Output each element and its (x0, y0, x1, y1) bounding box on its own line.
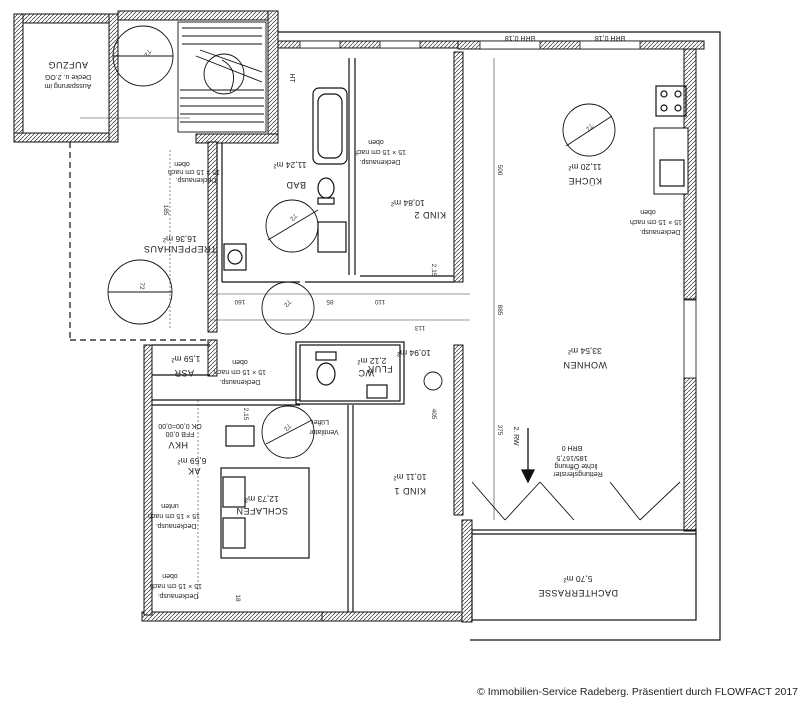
dim-160: 160 (234, 298, 245, 305)
note-oben-6: oben (162, 572, 178, 579)
label-treppenhaus-area: 16,36 m² (163, 234, 197, 244)
windows (299, 40, 697, 379)
door-swings (107, 25, 681, 521)
dim-113: 113 (414, 324, 425, 331)
note-brh-top-2: BRH 0,18 (595, 34, 625, 41)
note-ventilator: Ventilator (309, 428, 339, 435)
dim-500: 500 (496, 165, 503, 176)
label-asr: ASR (174, 368, 194, 378)
label-hkv-ffb: FFB 0,00 (166, 430, 195, 437)
dim-885: 885 (496, 305, 503, 316)
label-kind1-area: 10,11 m² (393, 472, 426, 482)
label-wohnen-area: 33,54 m² (568, 346, 602, 356)
note-luefter: Lüfter (310, 418, 329, 425)
note-dim-6: 15 × 15 cm nach (150, 582, 202, 589)
label-ak: AK (187, 466, 200, 476)
dim-110: 110 (374, 298, 385, 305)
copyright-footer: © Immobilien-Service Radeberg. Präsentie… (477, 686, 798, 698)
dim-215-b: 2,15 (430, 264, 437, 277)
label-flur-area: 10,94 m² (397, 348, 431, 358)
note-brh: BRH 0 (562, 444, 583, 451)
note-deckenausp-2: Deckenausp. (360, 158, 401, 165)
notes: Deckenausp. 15 × 15 cm nach oben Deckena… (148, 34, 682, 599)
label-aussparung: Aussparung im (44, 82, 91, 89)
dim-72-b: 72 (288, 212, 298, 222)
note-oben-3: oben (640, 208, 656, 215)
note-rettung-3: 185/167,5 (556, 454, 587, 461)
interior-walls (69, 31, 721, 641)
note-dim-1: 15 × 15 cm nach (168, 168, 220, 175)
label-hkv-ok: OK 0,00=0,00 (158, 422, 202, 429)
note-rettung-2: lichte Öffnung (554, 462, 597, 470)
dim-72-c: 72 (282, 298, 292, 308)
label-kind1: KIND 1 (394, 486, 426, 496)
label-kueche: KÜCHE (568, 176, 602, 186)
label-schlafen-area: 12,73 m² (245, 494, 279, 504)
note-oben-1: oben (174, 160, 190, 167)
note-oben-4: oben (232, 358, 248, 365)
dim-215-a: 2,15 (242, 408, 249, 421)
label-kind2-area: 10,84 m² (391, 198, 425, 208)
label-wohnen: WOHNEN (563, 360, 607, 370)
label-aufzug: AUFZUG (48, 60, 88, 70)
dim-72-f: 72 (138, 282, 145, 290)
dim-375: 375 (496, 425, 503, 436)
label-dachterrasse-area: 5,70 m² (563, 574, 592, 584)
dim-185: 185 (162, 205, 169, 216)
note-unten: unten (161, 502, 179, 509)
note-dim-5: 15 × 15 cm nach (148, 512, 200, 519)
note-2rw: 2. RW (512, 426, 519, 446)
note-rettung-1: Rettungsfenster (553, 470, 603, 477)
label-flur: FLUR (367, 364, 393, 374)
label-bad: BAD (286, 180, 306, 190)
note-oben-2: oben (368, 138, 384, 145)
label-aussparung2: Decke u. 2.OG (45, 73, 91, 80)
note-brh-top-1: BRH 0,18 (505, 34, 535, 41)
dimension-labels: 72 72 72 72 72 72 885 500 375 185 160 11… (138, 48, 594, 602)
label-wc-area: 2,12 m² (357, 356, 386, 366)
label-hkv: HKV (168, 440, 188, 450)
label-treppenhaus: TREPPENHAUS (143, 244, 216, 254)
note-dim-3: 15 × 15 cm nach (630, 218, 682, 225)
dim-85: 85 (326, 298, 334, 305)
note-deckenausp-4: Deckenausp. (220, 378, 261, 385)
label-kind2: KIND 2 (414, 210, 446, 220)
direction-arrow (520, 428, 536, 484)
dimension-lines (80, 58, 495, 600)
label-hkv-area: 6,59 m² (177, 456, 206, 466)
dim-72-d: 72 (282, 422, 292, 432)
dim-72-a: 72 (142, 48, 152, 58)
note-ht: HT (288, 73, 295, 83)
label-schlafen: SCHLAFEN (236, 506, 288, 516)
dim-18: 18 (234, 594, 241, 602)
dim-405: 405 (430, 409, 437, 420)
label-dachterrasse: DACHTERRASSE (538, 588, 618, 598)
note-deckenausp-1: Deckenausp. (176, 176, 217, 183)
room-labels: AUFZUG Aussparung im Decke u. 2.OG TREPP… (44, 60, 618, 598)
note-deckenausp-6: Deckenausp. (158, 592, 199, 599)
note-deckenausp-3: Deckenausp. (640, 228, 681, 235)
label-kueche-area: 11,20 m² (568, 162, 601, 172)
label-wc: WC (358, 368, 374, 378)
floor-plan: AUFZUG Aussparung im Decke u. 2.OG TREPP… (13, 10, 721, 641)
note-dim-4: 15 × 15 cm nach (214, 368, 266, 375)
label-asr-area: 1,59 m² (171, 354, 200, 364)
note-deckenausp-5: Deckenausp. (156, 522, 197, 529)
note-dim-2: 15 × 15 cm nach (354, 148, 406, 155)
stairs (177, 21, 267, 133)
dim-72-e: 72 (584, 122, 594, 132)
label-bad-area: 11,24 m² (273, 160, 306, 170)
